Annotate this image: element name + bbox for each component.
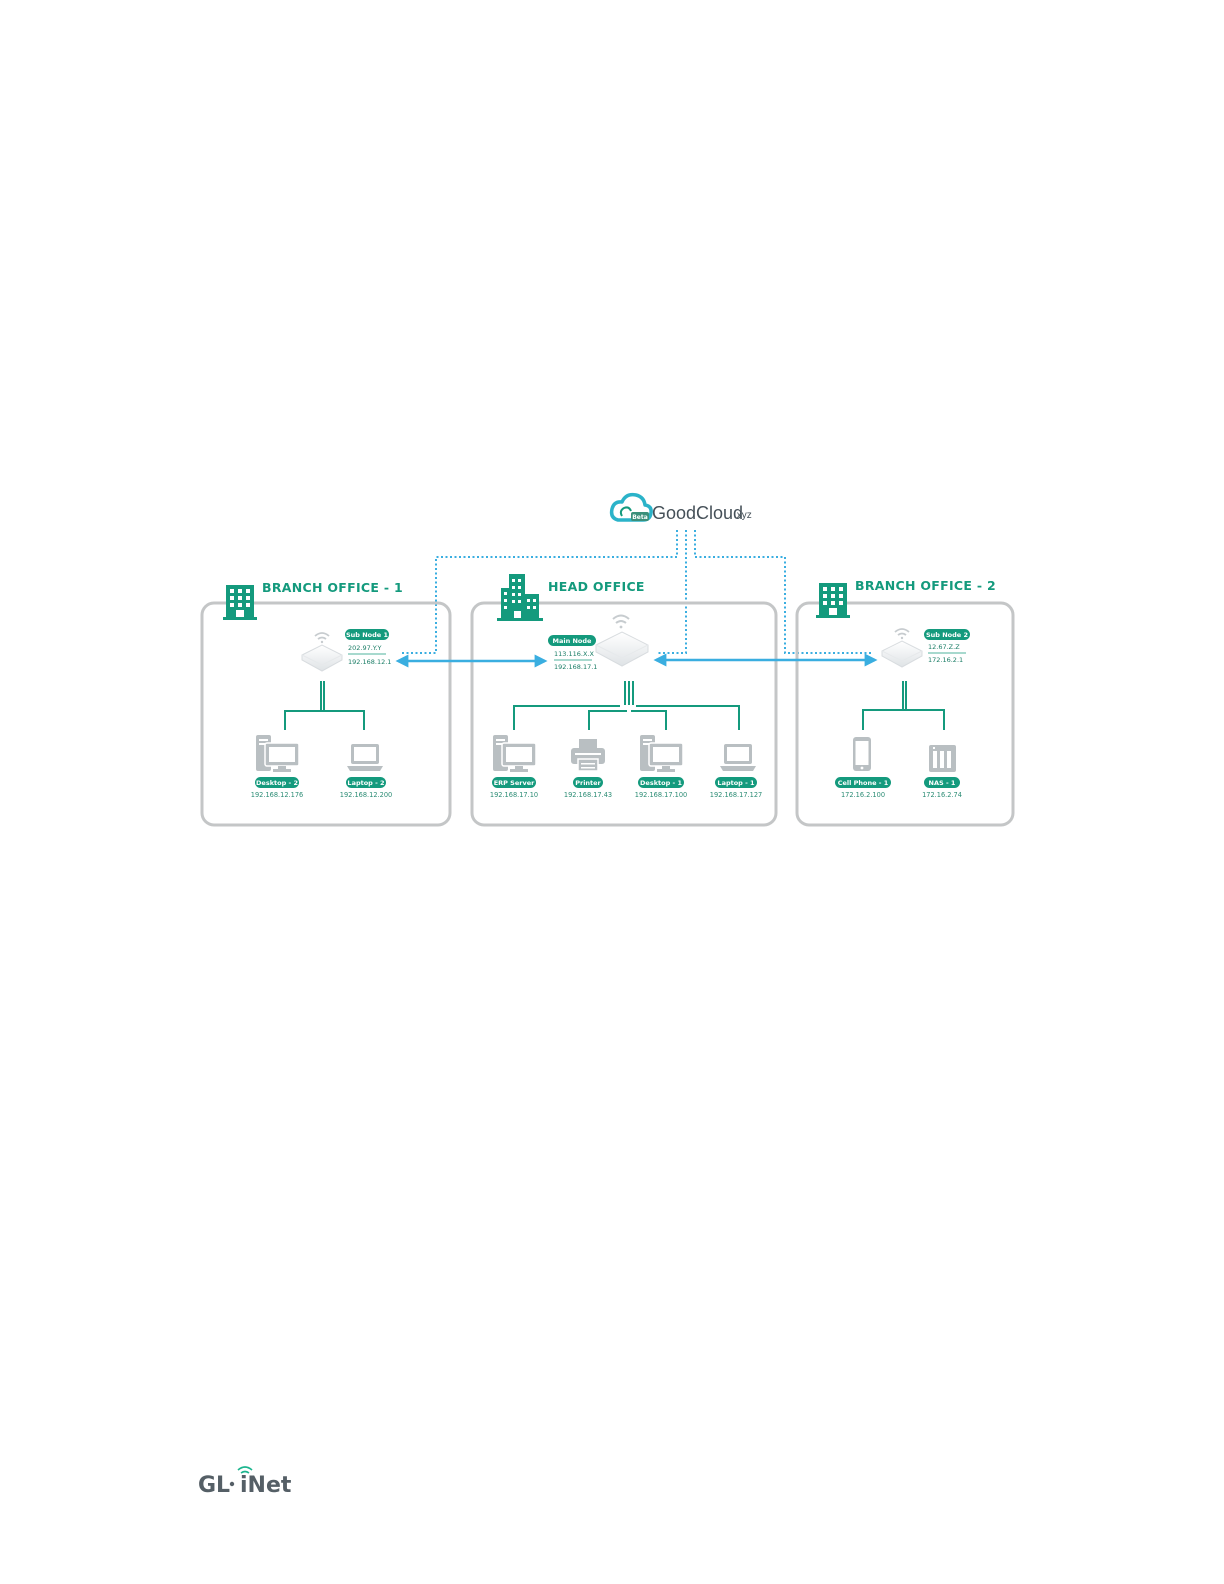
main-node-lan-ip: 192.168.17.1 [554, 663, 597, 671]
brand-left: GL [198, 1473, 230, 1498]
branch2-title: BRANCH OFFICE - 2 [855, 578, 996, 593]
printer-icon [571, 739, 605, 772]
nas-icon [929, 745, 956, 772]
desktop-icon [256, 735, 300, 772]
device-label-pill [346, 777, 386, 788]
device-name: Laptop - 1 [717, 779, 755, 787]
device-name: Laptop - 2 [347, 779, 384, 787]
device-label-pill [573, 777, 603, 788]
sub-node-2-wan-ip: 12.67.Z.Z [928, 643, 960, 651]
device-ip: 192.168.17.100 [635, 791, 687, 799]
sub-node-1-label: Sub Node 1 202.97.Y.Y 192.168.12.1 [345, 629, 391, 666]
wifi-icon [894, 628, 910, 640]
router-icon [595, 614, 649, 667]
branch1-box [200, 601, 452, 827]
gl-inet-logo: GL iNet [198, 1466, 292, 1498]
device-label: Desktop - 2 192.168.12.176 [251, 777, 303, 799]
device-label-pill [492, 777, 536, 788]
router-icon [301, 632, 343, 672]
head-box [470, 601, 778, 827]
device-ip: 172.16.2.100 [841, 791, 885, 799]
cloud-link-branch1 [400, 530, 678, 654]
device-name: Cell Phone - 1 [838, 779, 889, 787]
building-icon [816, 583, 850, 618]
wifi-icon [612, 614, 630, 629]
svg-text:Sub Node 1: Sub Node 1 [346, 631, 388, 639]
cloud-suffix: .xyz [734, 510, 752, 521]
desktop-icon [640, 735, 684, 772]
device-labels: Desktop - 2 192.168.12.176 Laptop - 2 192.1… [251, 777, 962, 799]
laptop-icon [720, 744, 756, 771]
device-label: Desktop - 1 192.168.17.100 [635, 777, 687, 799]
cloud-icon: Beta [609, 492, 653, 522]
beta-badge: Beta [632, 514, 648, 521]
headquarters-building-icon [497, 574, 543, 621]
building-icon [223, 585, 257, 620]
svg-text:Sub Node 2: Sub Node 2 [926, 631, 968, 639]
device-ip: 192.168.12.176 [251, 791, 303, 799]
main-node-wan-ip: 113.116.X.X [554, 650, 594, 658]
device-label: Printer 192.168.17.43 [564, 777, 612, 799]
brand-right: iNet [240, 1473, 292, 1498]
head-office-title: HEAD OFFICE [548, 579, 645, 594]
device-name: Desktop - 2 [256, 779, 298, 787]
device-label: NAS - 1 172.16.2.74 [922, 777, 962, 799]
device-ip: 192.168.12.200 [340, 791, 392, 799]
cloud-links [400, 530, 872, 654]
sub-node-1-lan-ip: 192.168.12.1 [348, 658, 391, 666]
device-name: Desktop - 1 [640, 779, 682, 787]
sub-node-1-wan-ip: 202.97.Y.Y [348, 644, 382, 652]
device-label: ERP Server 192.168.17.10 [490, 777, 538, 799]
device-ip: 172.16.2.74 [922, 791, 962, 799]
svg-text:Main Node: Main Node [553, 637, 593, 645]
device-label-pill [255, 777, 299, 788]
sub-node-2-lan-ip: 172.16.2.1 [928, 656, 963, 664]
device-ip: 192.168.17.43 [564, 791, 612, 799]
wifi-icon [237, 1466, 253, 1474]
vpn-tunnels [395, 653, 878, 668]
router-icon [881, 628, 923, 668]
device-ip: 192.168.17.10 [490, 791, 538, 799]
goodcloud-logo: Beta GoodCloud .xyz [609, 492, 752, 523]
sub-node-2-label: Sub Node 2 12.67.Z.Z 172.16.2.1 [924, 629, 970, 664]
branch2-box [795, 601, 1015, 827]
server-icon [493, 735, 537, 772]
cloud-link-branch2 [694, 530, 872, 654]
device-label-pill [924, 777, 960, 788]
office-boxes [200, 601, 1015, 827]
device-label: Cell Phone - 1 172.16.2.100 [835, 777, 891, 799]
device-ip: 192.168.17.127 [710, 791, 762, 799]
device-label-pill [715, 777, 757, 788]
lan-links [284, 681, 945, 730]
main-node-label: Main Node 113.116.X.X 192.168.17.1 [548, 635, 597, 671]
phone-icon [853, 737, 871, 771]
device-label-pill [638, 777, 684, 788]
laptop-icon [347, 744, 383, 771]
device-name: NAS - 1 [929, 779, 956, 787]
device-label: Laptop - 2 192.168.12.200 [340, 777, 392, 799]
device-name: ERP Server [494, 779, 535, 787]
cloud-name: GoodCloud [652, 503, 743, 523]
device-label-pill [835, 777, 891, 788]
branch1-title: BRANCH OFFICE - 1 [262, 580, 403, 595]
device-label: Laptop - 1 192.168.17.127 [710, 777, 762, 799]
device-name: Printer [575, 779, 601, 787]
cloud-link-head [657, 530, 687, 654]
wifi-icon [314, 632, 330, 644]
